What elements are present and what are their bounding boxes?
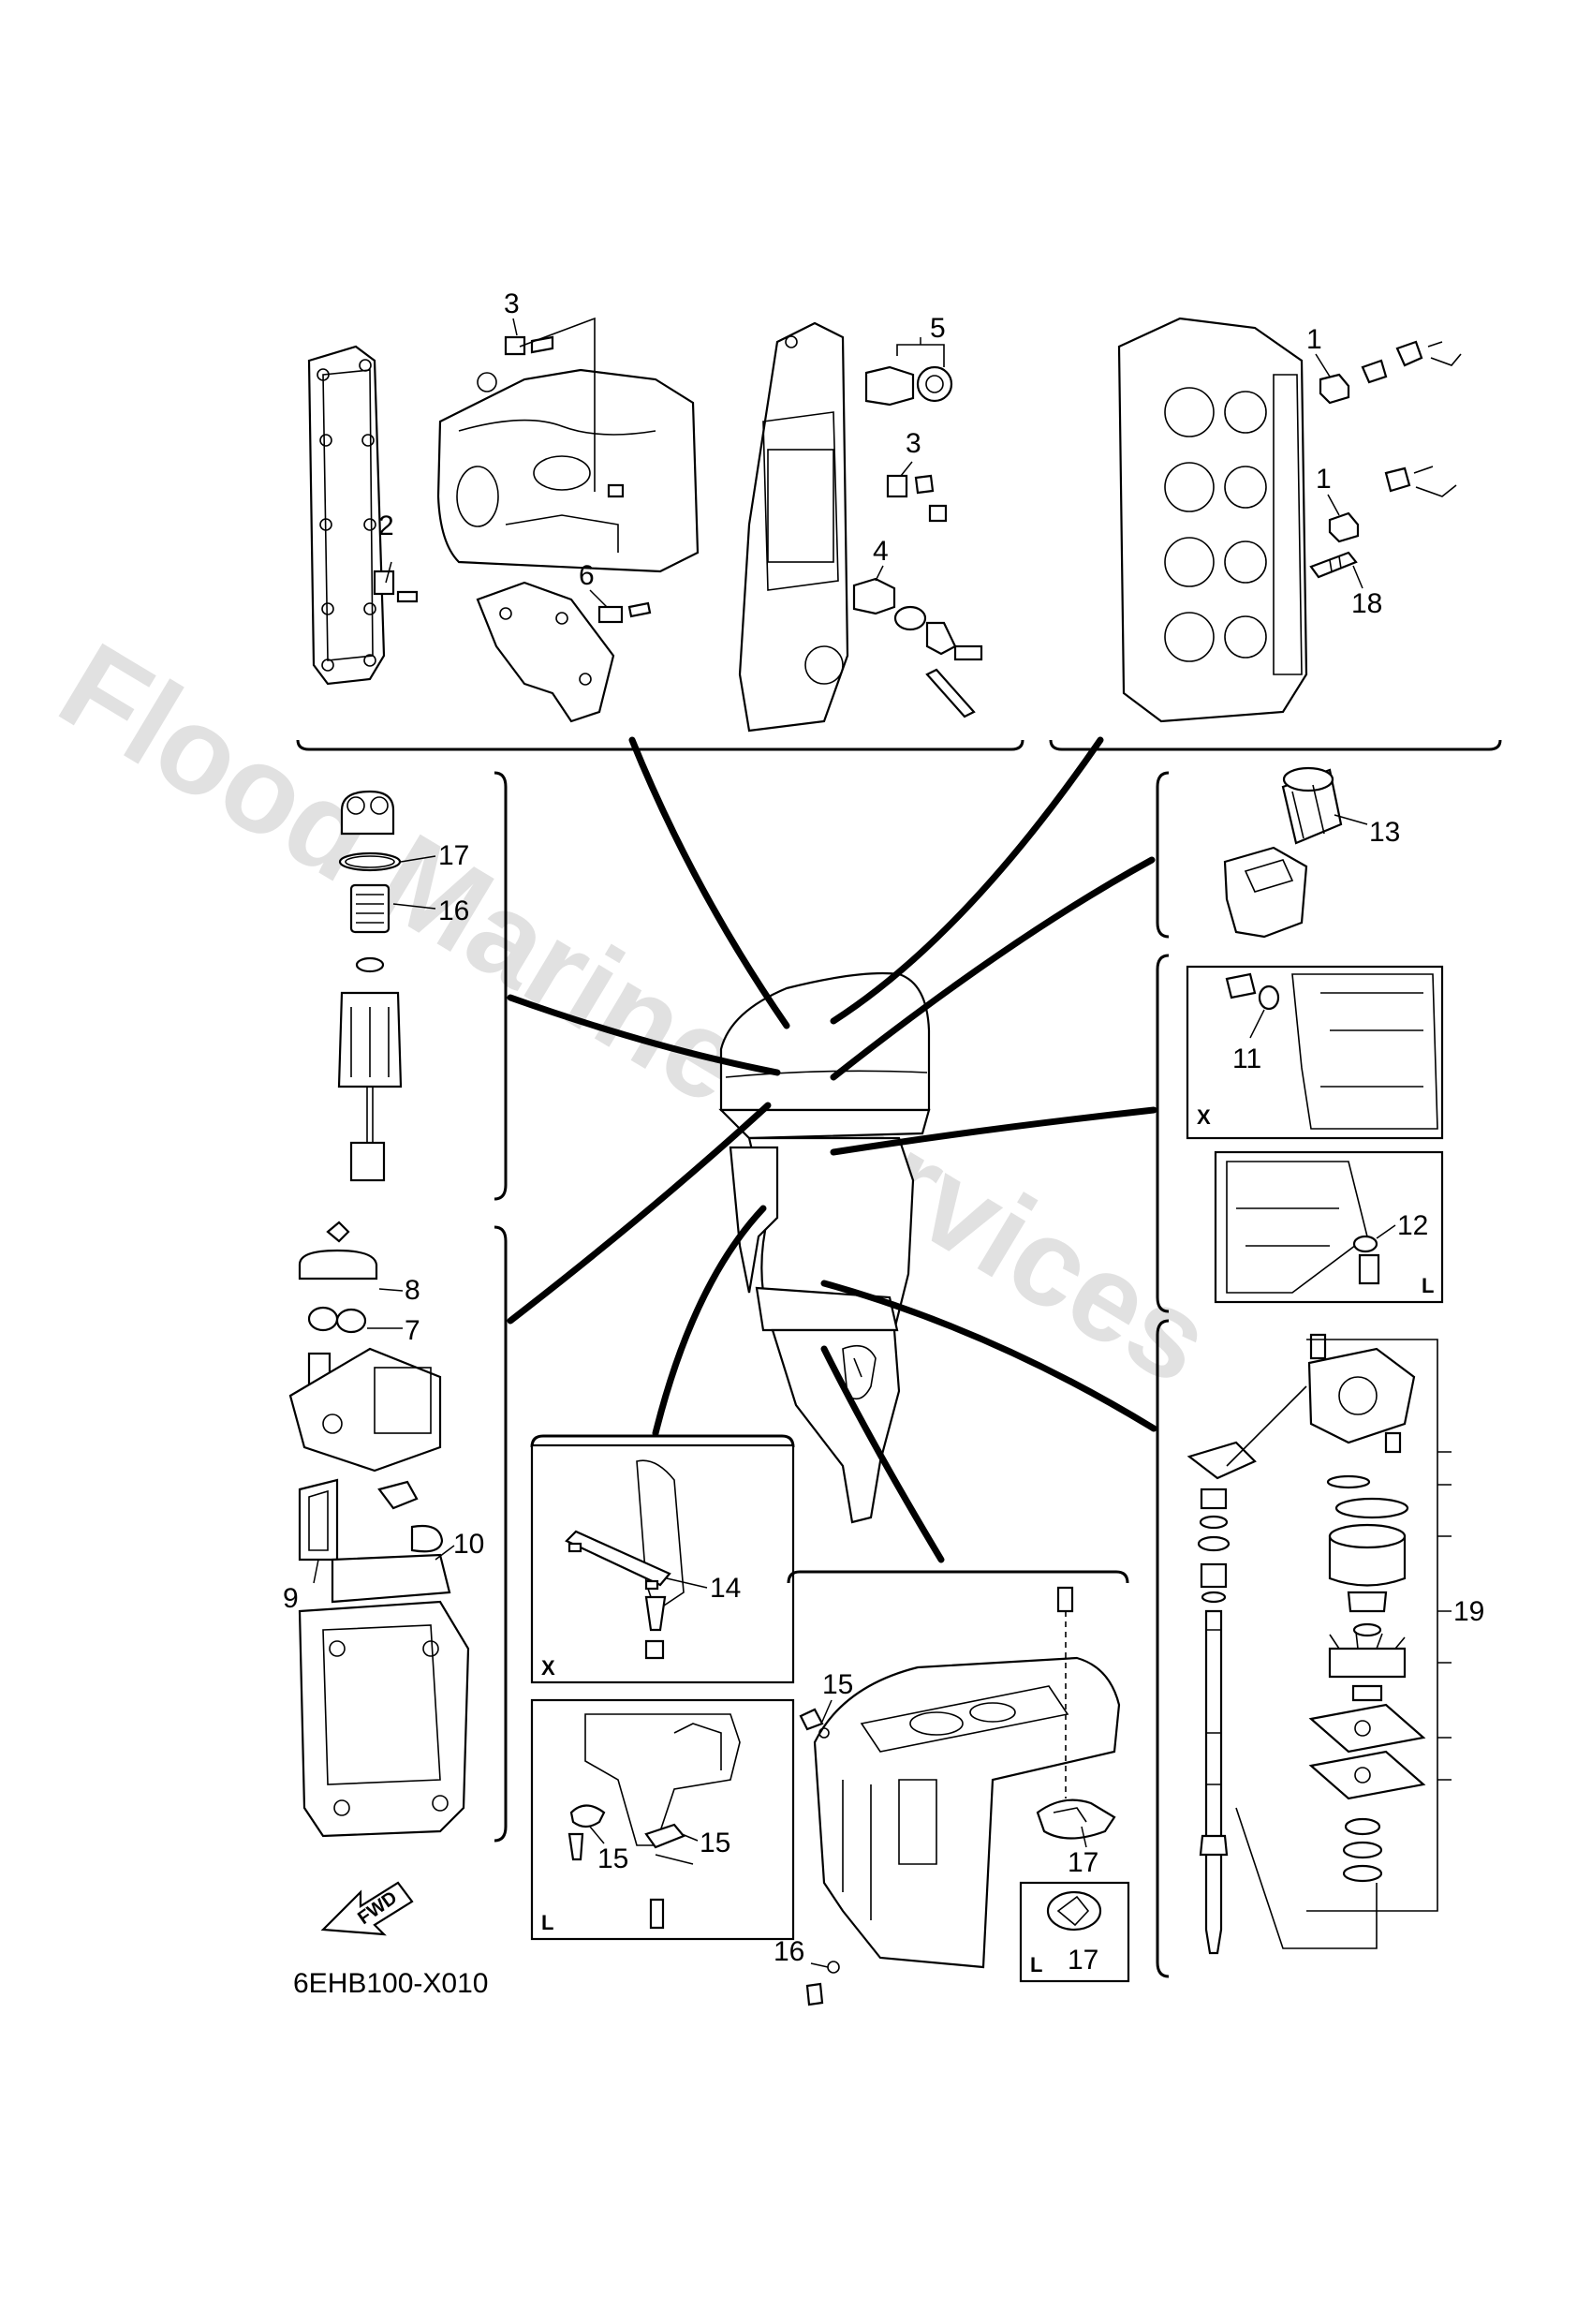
oil-filter-bracket bbox=[1156, 771, 1170, 939]
anode-view-l: 15 15 L bbox=[530, 1698, 795, 1941]
anode-view-x: 14 X bbox=[530, 1434, 795, 1684]
callout-1a: 1 bbox=[1306, 324, 1322, 355]
oil-filter-assembly: 13 bbox=[1223, 766, 1400, 939]
fuel-filter-assembly: 17 16 bbox=[337, 790, 469, 1182]
watermark: Flood Marine Services bbox=[38, 616, 1234, 1411]
callout-17b: 17 bbox=[1068, 1945, 1098, 1976]
group-leader-lines bbox=[507, 736, 1157, 1563]
callout-13: 16 bbox=[438, 896, 469, 926]
callout-18: 18 bbox=[1351, 588, 1382, 619]
diagram-code: 6EHB100-X010 bbox=[293, 1968, 488, 1999]
callout-4: 4 bbox=[873, 536, 889, 567]
callout-11: 9 bbox=[283, 1583, 299, 1614]
callout-15b: 15 bbox=[597, 1843, 628, 1874]
view-label-l-mid: L bbox=[541, 1911, 553, 1934]
callout-15a: 14 bbox=[710, 1573, 741, 1604]
outboard-motor-center bbox=[718, 971, 931, 1524]
callout-1b: 1 bbox=[1316, 464, 1332, 495]
view-label-l-bot: L bbox=[1030, 1953, 1042, 1976]
view-label-x-top: X bbox=[1197, 1105, 1211, 1129]
callout-12: 10 bbox=[453, 1529, 484, 1560]
water-pump-assembly: 19 bbox=[1186, 1333, 1484, 1955]
drain-bracket bbox=[1156, 954, 1170, 1313]
thermostat-cover-plate: 5 3 4 bbox=[738, 313, 983, 733]
callout-16a: 15 bbox=[822, 1669, 853, 1700]
fwd-arrow: FWD bbox=[320, 1881, 414, 1936]
callout-10: 8 bbox=[405, 1275, 420, 1306]
callout-14: 17 bbox=[438, 840, 469, 871]
lower-unit-assembly: 15 16 17 17 L bbox=[774, 1586, 1130, 2006]
cylinder-head: 1 1 18 bbox=[1117, 317, 1462, 723]
callout-6: 6 bbox=[579, 560, 595, 591]
vst-bracket bbox=[494, 1225, 508, 1843]
lower-unit-bracket bbox=[787, 1570, 1129, 1584]
engine-block-top: 3 bbox=[436, 289, 700, 573]
drain-plug-view-x: 11 X bbox=[1186, 965, 1444, 1140]
vapor-separator-assembly: 8 7 9 10 bbox=[283, 1221, 484, 1838]
fuel-filter-bracket bbox=[494, 771, 508, 1201]
view-label-l-top: L bbox=[1422, 1274, 1434, 1297]
callout-2: 2 bbox=[378, 511, 394, 541]
callout-3b: 3 bbox=[906, 428, 921, 459]
top-section-bracket bbox=[296, 739, 1502, 751]
callout-8: 13 bbox=[1369, 817, 1400, 848]
drain-plug-view-l: 12 L bbox=[1214, 1150, 1444, 1304]
callout-15c: 15 bbox=[700, 1828, 730, 1858]
exhaust-cover-gasket: 2 bbox=[307, 345, 419, 686]
bracket-plate: 6 bbox=[476, 560, 652, 723]
callout-7b: 12 bbox=[1397, 1210, 1428, 1241]
callout-17a: 17 bbox=[1068, 1847, 1098, 1878]
water-pump-bracket bbox=[1156, 1319, 1170, 1978]
callout-5: 5 bbox=[930, 313, 946, 344]
callout-9: 7 bbox=[405, 1315, 420, 1346]
callout-16b: 16 bbox=[774, 1936, 804, 1967]
view-label-x-mid: X bbox=[541, 1656, 555, 1680]
callout-19: 19 bbox=[1453, 1596, 1484, 1627]
callout-7a: 11 bbox=[1232, 1044, 1261, 1074]
callout-3a: 3 bbox=[504, 289, 520, 319]
